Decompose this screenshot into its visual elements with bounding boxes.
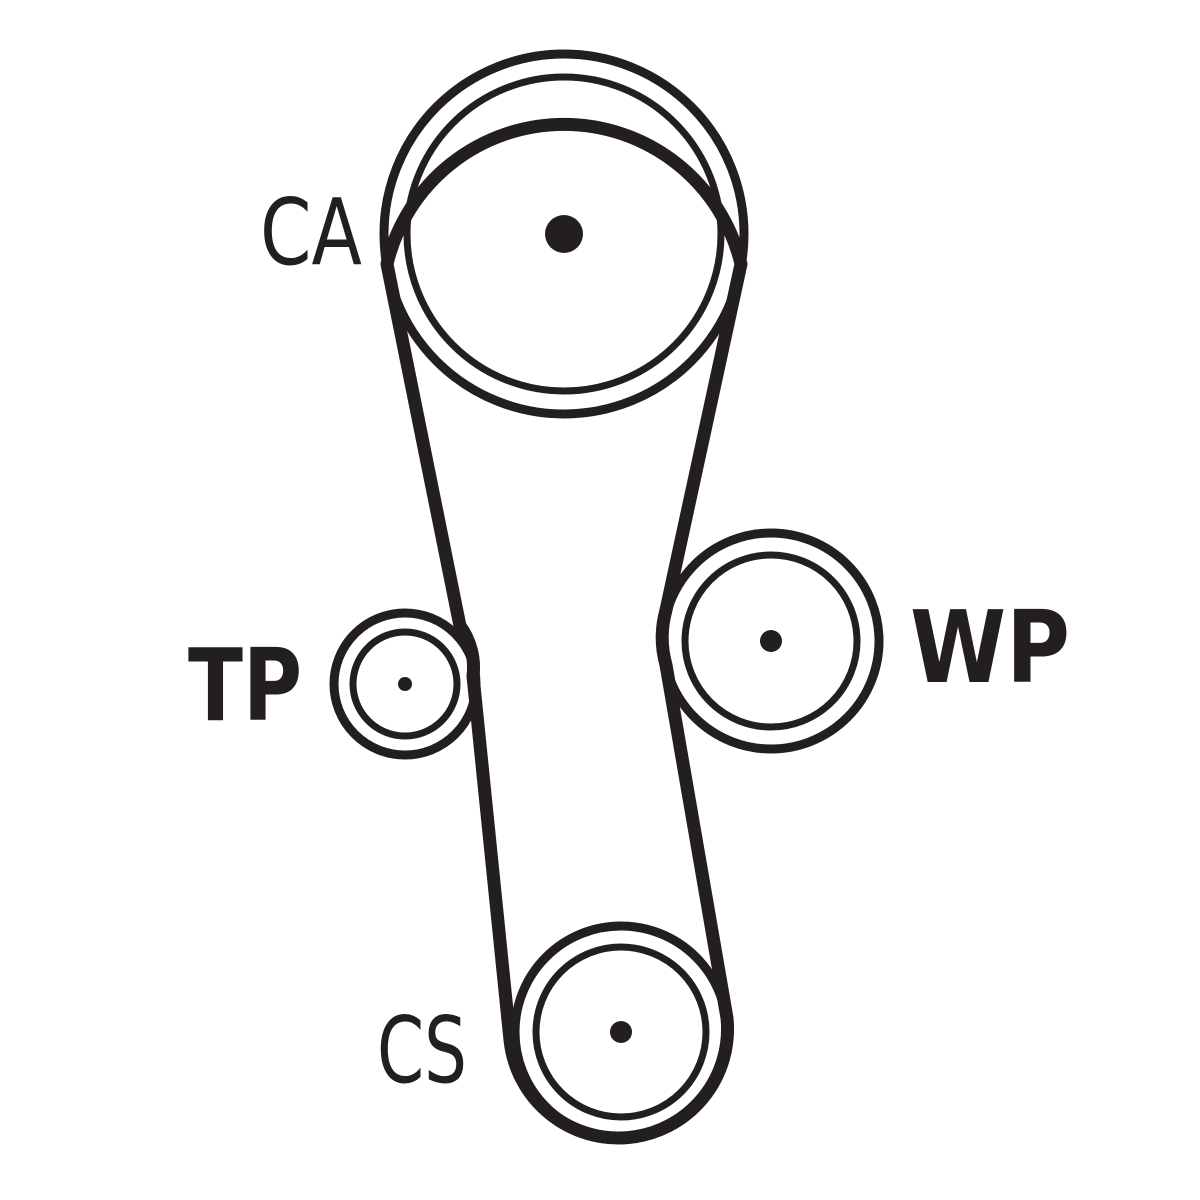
pulley-tp-inner-ring	[349, 628, 461, 740]
pulley-wp-outer-ring	[658, 528, 884, 754]
label-tp: TP	[188, 627, 302, 744]
label-wp: WP	[910, 589, 1070, 706]
pulley-cs-hub	[610, 1021, 632, 1043]
pulley-wp-hub	[760, 630, 782, 652]
pulley-wp	[658, 528, 884, 754]
pulley-ca-hub	[545, 215, 583, 253]
pulley-wp-inner-ring	[681, 551, 861, 731]
pulley-tp-outer-ring	[329, 608, 481, 760]
label-ca: CA	[260, 179, 362, 286]
pulley-tp-hub	[398, 677, 412, 691]
pulley-ca-outer-ring	[379, 49, 749, 419]
pulley-cs-inner-ring	[532, 943, 710, 1121]
pulley-tp	[329, 608, 481, 760]
label-cs: CS	[377, 997, 467, 1104]
pulley-ca	[379, 49, 749, 419]
pulley-ca-inner-ring	[403, 73, 725, 395]
pulley-cs-outer-ring	[510, 921, 732, 1143]
pulley-cs	[510, 921, 732, 1143]
